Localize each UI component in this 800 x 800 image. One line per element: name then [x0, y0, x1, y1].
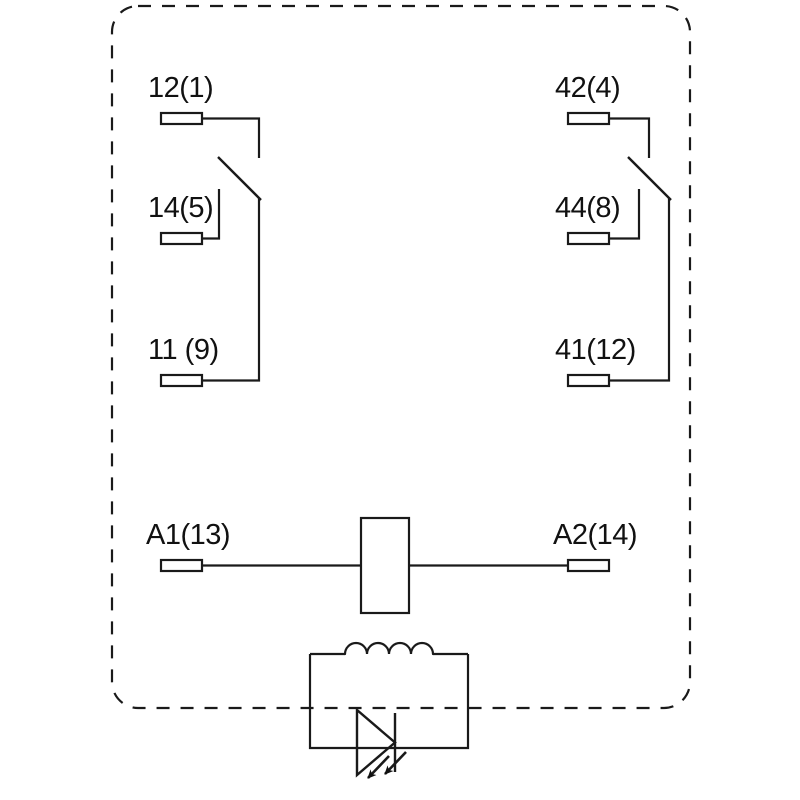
terminal-12-1[interactable] [159, 111, 261, 158]
label-terminal-11-9: 11 (9) [148, 334, 219, 366]
common-rail-left [202, 198, 261, 382]
common-rail-right [609, 198, 671, 382]
terminal-11-9[interactable] [159, 198, 261, 388]
inductor-coil-icon [343, 641, 435, 656]
terminal-pad-14-5 [159, 231, 204, 246]
label-terminal-42-4: 42(4) [555, 72, 620, 104]
terminal-pad-12-1 [159, 111, 204, 126]
lead-44-8 [609, 189, 641, 240]
label-terminal-a2-14: A2(14) [553, 519, 637, 551]
switch-blade-left [217, 156, 262, 201]
label-terminal-12-1: 12(1) [148, 72, 213, 104]
lead-14-5 [202, 189, 221, 240]
label-terminal-44-8: 44(8) [555, 192, 620, 224]
label-terminal-41-12: 41(12) [555, 334, 636, 366]
terminal-pad-44-8 [566, 231, 611, 246]
switch-blade-right [627, 156, 672, 201]
relay-housing-boundary [110, 4, 692, 710]
contact-group-left: 12(1) 14(5) 11 (9) [148, 72, 262, 388]
terminal-44-8[interactable] [566, 189, 641, 246]
terminal-41-12[interactable] [566, 198, 671, 388]
terminal-14-5[interactable] [159, 189, 221, 246]
terminal-pad-41-12 [566, 373, 611, 388]
label-terminal-a1-13: A1(13) [146, 519, 230, 551]
terminal-pad-a1-13 [159, 558, 204, 573]
terminal-pad-11-9 [159, 373, 204, 388]
contact-group-right: 42(4) 44(8) 41(12) [555, 72, 672, 388]
indicator-circuit-group [308, 641, 470, 779]
led-triangle-icon [355, 707, 397, 778]
lead-42-4 [609, 117, 651, 158]
terminal-a1-13[interactable] [159, 558, 361, 573]
coil-body-rectangle [359, 516, 411, 615]
terminal-pad-a2-14 [566, 558, 611, 573]
terminal-42-4[interactable] [566, 111, 651, 158]
led-emission-arrow-icon-1 [367, 755, 390, 779]
terminal-a2-14[interactable] [409, 558, 611, 573]
label-terminal-14-5: 14(5) [148, 192, 213, 224]
lead-12-1 [202, 117, 261, 158]
coil-group: A1(13) A2(14) [146, 516, 638, 615]
terminal-pad-42-4 [566, 111, 611, 126]
indicator-loop-outline [308, 654, 470, 750]
led-emission-arrow-icon-2 [384, 751, 407, 775]
